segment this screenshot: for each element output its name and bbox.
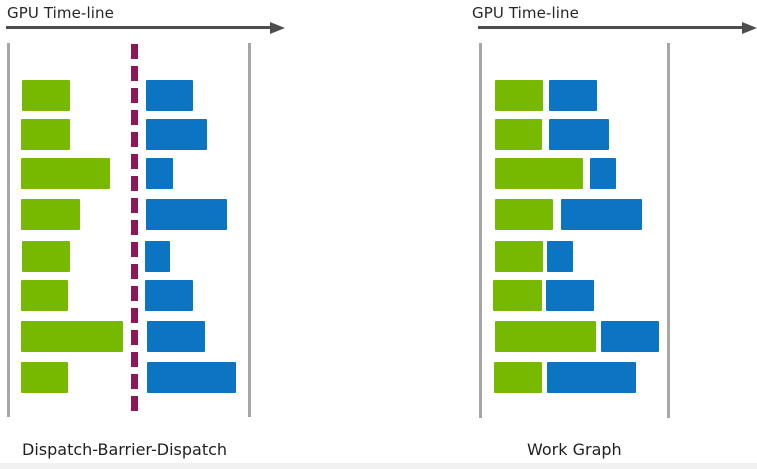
barrier-dashed-line — [131, 44, 138, 416]
green-dispatch-bar — [21, 321, 123, 352]
timeline-arrow-line — [478, 26, 743, 29]
blue-dispatch-bar — [601, 321, 659, 352]
timeline-arrowhead-icon — [742, 21, 757, 34]
green-dispatch-bar — [21, 119, 70, 150]
green-dispatch-bar — [495, 158, 583, 189]
blue-dispatch-bar — [146, 80, 193, 111]
blue-dispatch-bar — [146, 199, 227, 230]
timeline-rail — [479, 43, 482, 418]
green-dispatch-bar — [21, 158, 110, 189]
green-dispatch-bar — [495, 80, 543, 111]
green-dispatch-bar — [22, 80, 70, 111]
green-dispatch-bar — [21, 362, 68, 393]
timeline-title: GPU Time-line — [472, 4, 579, 22]
green-dispatch-bar — [495, 119, 542, 150]
panel-caption: Dispatch-Barrier-Dispatch — [22, 440, 228, 459]
blue-dispatch-bar — [547, 241, 573, 272]
blue-dispatch-bar — [547, 362, 636, 393]
timeline-rail — [248, 43, 251, 417]
footer-band — [0, 463, 757, 469]
green-dispatch-bar — [494, 362, 542, 393]
blue-dispatch-bar — [546, 280, 594, 311]
green-dispatch-bar — [22, 241, 70, 272]
timeline-rail — [7, 43, 10, 417]
blue-dispatch-bar — [146, 158, 173, 189]
blue-dispatch-bar — [146, 119, 207, 150]
timeline-arrowhead-icon — [270, 21, 285, 34]
blue-dispatch-bar — [145, 241, 170, 272]
green-dispatch-bar — [21, 199, 80, 230]
panel-caption: Work Graph — [527, 440, 622, 459]
green-dispatch-bar — [495, 199, 553, 230]
blue-dispatch-bar — [549, 119, 609, 150]
green-dispatch-bar — [495, 241, 543, 272]
timeline-arrow-line — [6, 26, 270, 29]
green-dispatch-bar — [21, 280, 68, 311]
blue-dispatch-bar — [147, 362, 236, 393]
green-dispatch-bar — [493, 280, 542, 311]
blue-dispatch-bar — [147, 321, 205, 352]
blue-dispatch-bar — [561, 199, 642, 230]
timeline-title: GPU Time-line — [7, 4, 114, 22]
timeline-rail — [667, 43, 670, 418]
blue-dispatch-bar — [145, 280, 193, 311]
green-dispatch-bar — [495, 321, 596, 352]
blue-dispatch-bar — [549, 80, 597, 111]
blue-dispatch-bar — [590, 158, 616, 189]
